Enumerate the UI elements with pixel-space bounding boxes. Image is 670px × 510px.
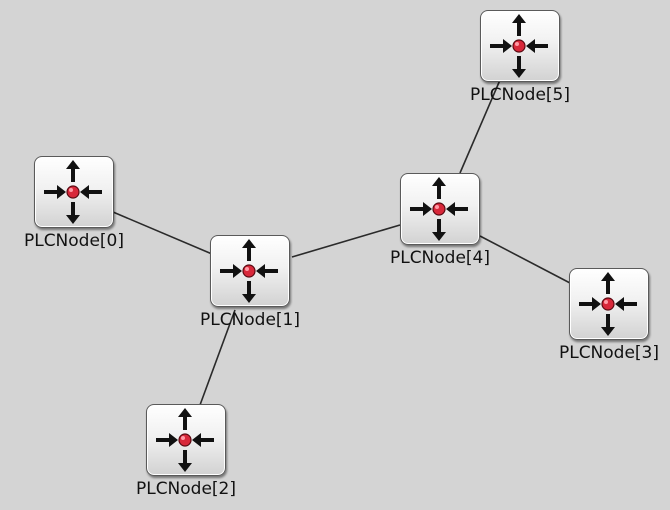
plc-node-5[interactable]: PLCNode[5] <box>470 10 570 110</box>
router-arrows-icon <box>156 408 214 472</box>
link-node4-node5 <box>459 79 501 174</box>
link-node0-node1 <box>112 211 213 255</box>
plc-node-0[interactable]: PLCNode[0] <box>24 156 124 256</box>
link-node1-node4 <box>291 224 401 258</box>
node-box[interactable] <box>400 173 480 245</box>
link-node1-node2 <box>199 309 236 406</box>
plc-node-4[interactable]: PLCNode[4] <box>390 173 490 273</box>
node-box[interactable] <box>34 156 114 228</box>
node-box[interactable] <box>569 268 649 340</box>
router-arrows-icon <box>490 14 548 78</box>
node-label: PLCNode[0] <box>23 231 125 251</box>
node-box[interactable] <box>146 404 226 476</box>
router-arrows-icon <box>220 239 278 303</box>
node-label: PLCNode[2] <box>135 479 237 499</box>
plc-node-1[interactable]: PLCNode[1] <box>200 235 300 335</box>
node-box[interactable] <box>210 235 290 307</box>
plc-node-2[interactable]: PLCNode[2] <box>136 404 236 504</box>
node-box[interactable] <box>480 10 560 82</box>
node-label: PLCNode[5] <box>469 85 571 105</box>
router-arrows-icon <box>44 160 102 224</box>
link-node4-node3 <box>479 235 571 284</box>
plc-node-3[interactable]: PLCNode[3] <box>559 268 659 368</box>
router-arrows-icon <box>579 272 637 336</box>
router-arrows-icon <box>410 177 468 241</box>
node-label: PLCNode[1] <box>199 310 301 330</box>
node-label: PLCNode[3] <box>558 343 660 363</box>
node-label: PLCNode[4] <box>389 248 491 268</box>
